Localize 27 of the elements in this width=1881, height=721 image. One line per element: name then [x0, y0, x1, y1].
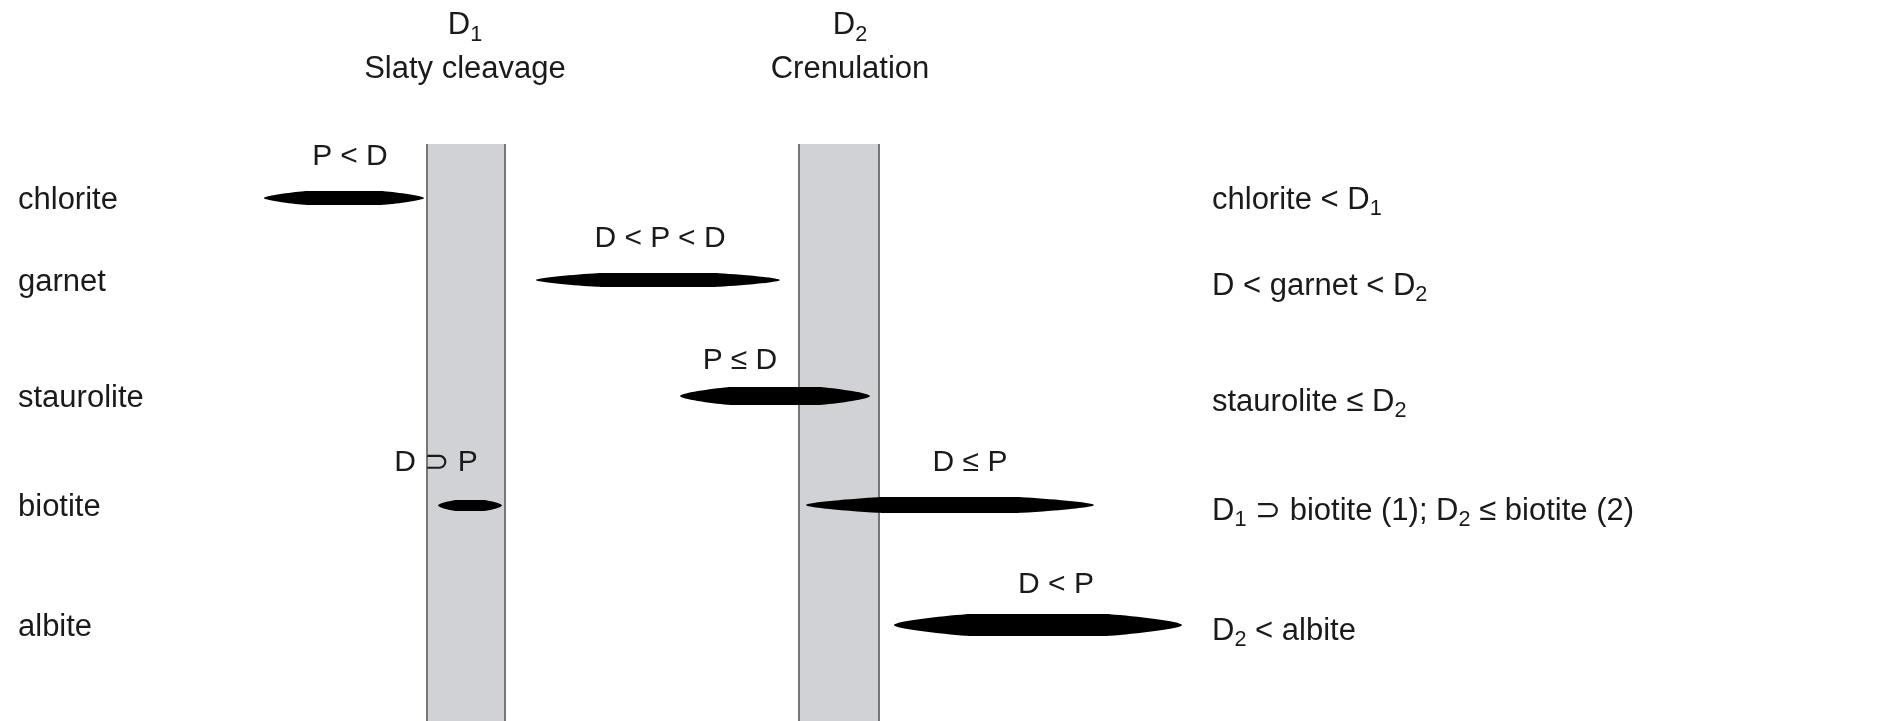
- timing-relation: D$_{1}$ ⊃ biotite (1); D$_{2}$ ≤ biotite (2): [1212, 493, 1635, 525]
- timing-relation: staurolite ≤ D$_{2}$: [1212, 384, 1407, 416]
- mineral-name: albite: [18, 609, 93, 641]
- deformation-band: [798, 144, 880, 721]
- mineral-name: garnet: [18, 264, 106, 296]
- timing-relation: D < garnet < D$_{2}$: [1212, 268, 1428, 300]
- porphyroblast-lens: [680, 387, 870, 405]
- relation-label: D < P < D: [594, 222, 726, 252]
- porphyroblast-lens: [536, 273, 780, 287]
- relation-label: P ≤ D: [702, 344, 778, 374]
- deformation-heading: D$_{1}$: [447, 8, 483, 39]
- relation-label: D < P: [1018, 568, 1094, 598]
- timing-relation: D$_{2}$ < albite: [1212, 613, 1356, 645]
- fabric-heading: Slaty cleavage: [364, 52, 566, 83]
- mineral-name: staurolite: [18, 380, 144, 412]
- deformation-heading: D$_{2}$: [832, 8, 868, 39]
- relation-label: D ≤ P: [932, 446, 1008, 476]
- porphyroblast-lens: [264, 191, 424, 205]
- timing-relation: chlorite < D$_{1}$: [1212, 182, 1382, 214]
- porphyroblast-lens: [806, 497, 1094, 513]
- porphyroblast-lens: [438, 499, 502, 511]
- relation-label: P < D: [312, 140, 388, 170]
- mineral-name: chlorite: [18, 182, 118, 214]
- porphyroblast-lens: [894, 614, 1182, 636]
- relation-label: D ⊃ P: [394, 446, 478, 476]
- fabric-heading: Crenulation: [770, 52, 930, 83]
- mineral-name: biotite: [18, 489, 101, 521]
